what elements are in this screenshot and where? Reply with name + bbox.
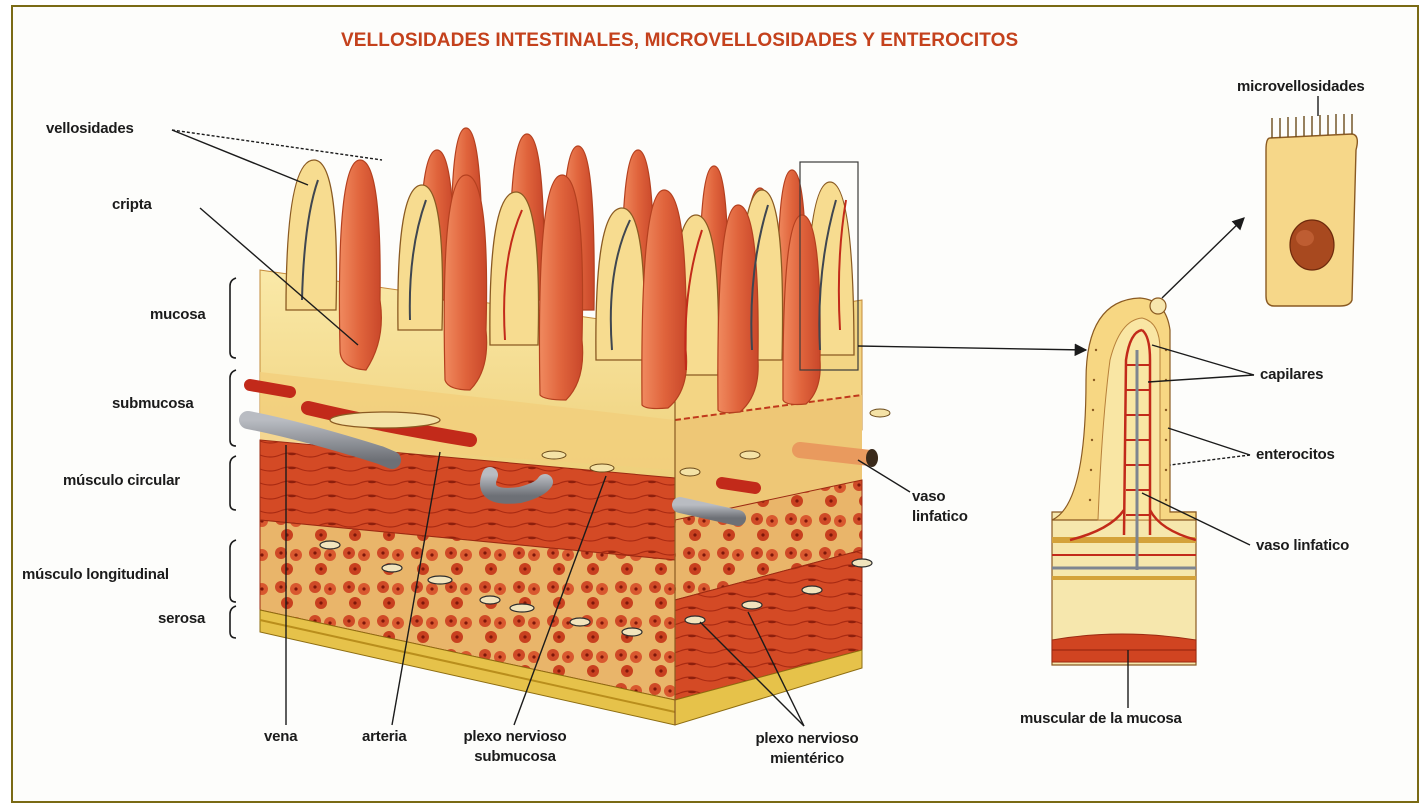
label-vena: vena [264,728,297,745]
label-plexo-mienterico-line1: plexo nervioso [738,730,876,747]
label-plexo-mienterico-line2: mientérico [738,750,876,767]
label-submucosa: submucosa [112,395,194,412]
enterocyte-nucleus [1290,220,1334,270]
label-vaso-linfatico-line1: vaso [912,488,945,505]
label-musculo-circular: músculo circular [63,472,180,489]
label-plexo-submucosa-line1: plexo nervioso [446,728,584,745]
layer-brackets [230,278,236,638]
label-vellosidades: vellosidades [46,120,134,137]
lymph-vessel-tube [800,450,870,458]
label-enterocitos: enterocitos [1256,446,1335,463]
label-vaso-linfatico-line2: linfatico [912,508,968,525]
label-microvellosidades: microvellosidades [1237,78,1365,95]
label-muscular-de-la-mucosa: muscular de la mucosa [1020,710,1182,727]
label-cripta: cripta [112,196,152,213]
enterocyte-cell [1266,114,1357,306]
label-serosa: serosa [158,610,205,627]
label-capilares: capilares [1260,366,1323,383]
label-arteria: arteria [362,728,406,745]
diagram-title: VELLOSIDADES INTESTINALES, MICROVELLOSID… [341,30,1018,52]
label-mucosa: mucosa [150,306,206,323]
label-plexo-submucosa-line2: submucosa [446,748,584,765]
label-musculo-longitudinal: músculo longitudinal [22,566,169,583]
villus-section [1052,298,1196,665]
label-vaso-linfatico-right: vaso linfatico [1256,537,1349,554]
